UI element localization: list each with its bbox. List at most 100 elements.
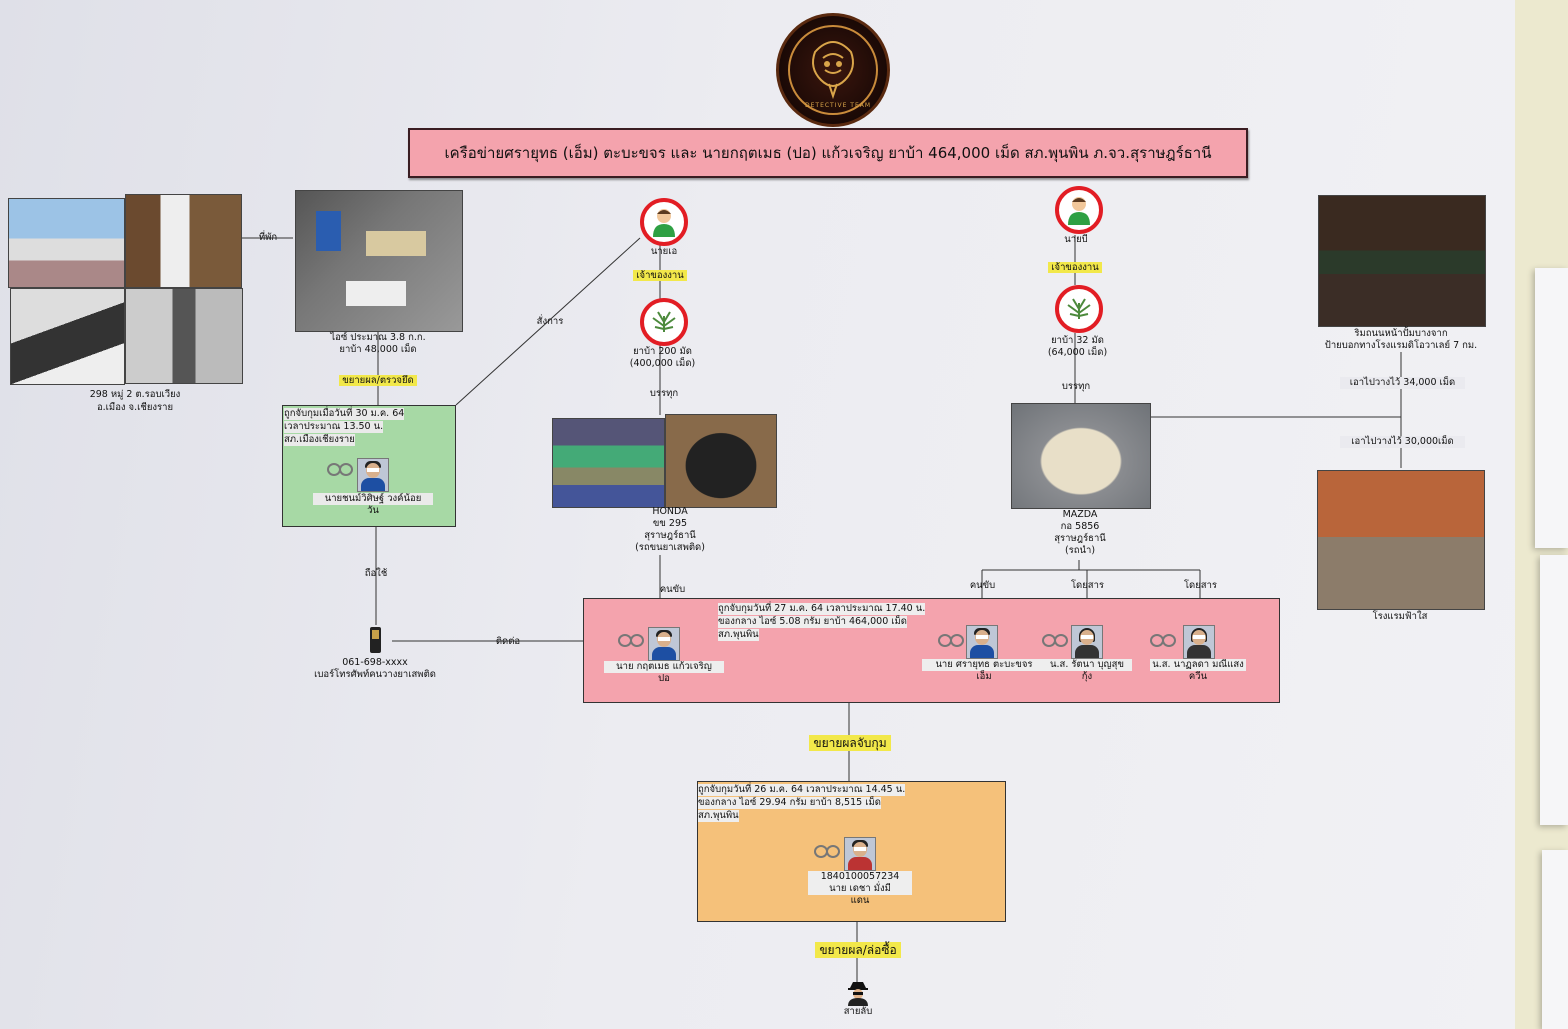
suspect-2-name: นาย ศรายุทธ ตะบะขจร (922, 659, 1046, 671)
mazda-driver: คนขับ (969, 580, 996, 591)
ceiling-photo (10, 288, 125, 385)
contact-label: ติดต่อ (495, 636, 521, 647)
expand-buy-label: ขยายผล/ล่อซื้อ (815, 942, 901, 958)
earlier-arrest-line3: สภ.พุนพิน (698, 810, 739, 822)
mazda-passenger2: โดยสาร (1183, 580, 1218, 591)
mazda-passenger1: โดยสาร (1070, 580, 1105, 591)
suspect-4-name: น.ส. นาฏลดา มณีแสง (1150, 659, 1246, 671)
person-a-drugs-line2: (400,000 เม็ด) (629, 358, 696, 369)
chiang-rai-arrest-box: ถูกจับกุมเมื่อวันที่ 30 ม.ค. 64 เวลาประม… (282, 405, 456, 527)
roadside-caption-line1: ริมถนนหน้าปั้มบางจาก (1354, 328, 1448, 339)
suspect-3-nickname: กุ้ง (1081, 671, 1093, 682)
phone-number: 061-698-xxxx (342, 657, 408, 668)
adjacent-poster (1540, 555, 1568, 825)
chiang-rai-name-line1: นายชนม์วิศิษฐ์ วงค์น้อย (313, 493, 433, 505)
earlier-arrest-box: ถูกจับกุมวันที่ 26 ม.ค. 64 เวลาประมาณ 14… (697, 781, 1006, 922)
adjacent-poster (1535, 268, 1568, 548)
interior-photo (125, 288, 243, 384)
suspect-photo (1183, 625, 1215, 659)
order-label: สั่งการ (536, 316, 564, 327)
person-a-loaded: บรรทุก (649, 388, 679, 399)
chiang-rai-line3: สภ.เมืองเชียงราย (284, 434, 355, 446)
house-address-line2: อ.เมือง จ.เชียงราย (96, 402, 174, 413)
suspect-2-nickname: เอ็ม (976, 671, 992, 682)
roadside-photos (1318, 195, 1486, 327)
earlier-name-line2: แดน (850, 895, 870, 906)
mazda-line2: กอ 5856 (1060, 521, 1100, 532)
person-b-role: เจ้าของงาน (1048, 262, 1102, 273)
suspect-1-name: นาย กฤตเมธ แก้วเจริญ (604, 661, 724, 673)
logo-text: DETECTIVE TEAM (805, 102, 872, 109)
handcuffs-icon (618, 633, 644, 647)
person-b-icon (1055, 186, 1103, 234)
spy-icon (846, 980, 870, 1010)
mazda-line4: (รถนำ) (1064, 545, 1096, 556)
marijuana-icon (640, 298, 688, 346)
placed-34000: เอาไปวางไว้ 34,000 เม็ด (1340, 377, 1465, 389)
mazda-line3: สุราษฎร์ธานี (1054, 533, 1106, 544)
suspect-photo (648, 627, 680, 661)
residence-label: ที่พัก (258, 232, 278, 243)
handcuffs-icon (327, 462, 353, 476)
honda-line1: HONDA (652, 506, 688, 517)
hotel-photos (1317, 470, 1485, 610)
person-b-drugs-line2: (64,000 เม็ด) (1047, 347, 1108, 358)
main-arrest-line1: ถูกจับกุมวันที่ 27 ม.ค. 64 เวลาประมาณ 17… (718, 603, 926, 615)
house-photo (8, 198, 125, 288)
person-b-loaded: บรรทุก (1061, 381, 1091, 392)
main-arrest-line2: ของกลาง ไอซ์ 5.08 กรัม ยาบ้า 464,000 เม็… (718, 616, 907, 628)
mazda-car-photo (1011, 403, 1151, 509)
house-address-line1: 298 หมู่ 2 ต.รอบเวียง (89, 389, 181, 400)
handcuffs-icon (1150, 633, 1176, 647)
phone-icon (370, 627, 381, 653)
holds-label: ถือใช้ (364, 568, 388, 579)
handcuffs-icon (1042, 633, 1068, 647)
expand-check-label: ขยายผล/ตรวจยึด (339, 375, 417, 386)
chiang-rai-name-line2: วัน (367, 505, 379, 516)
honda-car-photo (665, 414, 777, 508)
earlier-arrest-line1: ถูกจับกุมวันที่ 26 ม.ค. 64 เวลาประมาณ 14… (698, 784, 906, 796)
honda-scene-photos (552, 418, 665, 508)
person-b-label: นายบี (1064, 234, 1088, 245)
mazda-line1: MAZDA (1062, 509, 1098, 520)
chiang-rai-line1: ถูกจับกุมเมื่อวันที่ 30 ม.ค. 64 (284, 408, 405, 420)
seized-line1: ไอซ์ ประมาณ 3.8 ก.ก. (330, 332, 426, 343)
main-arrest-box: ถูกจับกุมวันที่ 27 ม.ค. 64 เวลาประมาณ 17… (583, 598, 1280, 703)
honda-line4: (รถขนยาเสพติด) (635, 542, 705, 553)
earlier-id-number: 1840100057234 (808, 871, 912, 883)
phone-caption: เบอร์โทรศัพท์คนวางยาเสพติด (314, 669, 436, 680)
suspect-1-nickname: ปอ (658, 673, 670, 684)
suspect-photo (966, 625, 998, 659)
chiang-rai-line2: เวลาประมาณ 13.50 น. (284, 421, 384, 433)
hotel-caption: โรงแรมฟ้าใส (1372, 611, 1428, 622)
seized-items-photo (295, 190, 463, 332)
handcuffs-icon (938, 633, 964, 647)
person-b-drugs-line1: ยาบ้า 32 มัด (1051, 335, 1104, 346)
person-a-drugs-line1: ยาบ้า 200 มัด (633, 346, 692, 357)
honda-line2: ขข 295 (652, 518, 688, 529)
main-arrest-line3: สภ.พุนพิน (718, 629, 759, 641)
suspect-3-name: น.ส. รัตนา บุญสุข (1042, 659, 1132, 671)
earlier-name-line1: นาย เดชา มั่งมี (808, 883, 912, 895)
seized-line2: ยาบ้า 48,000 เม็ด (339, 344, 417, 355)
earlier-arrest-line2: ของกลาง ไอซ์ 29.94 กรัม ยาบ้า 8,515 เม็ด (698, 797, 881, 809)
expand-arrest-label: ขยายผลจับกุม (809, 735, 891, 751)
placed-30000: เอาไปวางไว้ 30,000เม็ด (1340, 436, 1465, 448)
adjacent-poster (1542, 850, 1568, 1029)
roadside-caption-line2: ป้ายบอกทางโรงแรมดิโอวาเลย์ 7 กม. (1324, 340, 1478, 351)
police-logo: DETECTIVE TEAM (776, 13, 890, 127)
house-gate-photo (125, 194, 242, 288)
suspect-photo (1071, 625, 1103, 659)
informant-label: สายลับ (843, 1006, 873, 1017)
page-title: เครือข่ายศรายุทธ (เอ็ม) ตะบะขจร และ นายก… (408, 128, 1248, 178)
suspect-4-nickname: ควีน (1188, 671, 1208, 682)
person-a-icon (640, 198, 688, 246)
honda-line3: สุราษฎร์ธานี (644, 530, 696, 541)
marijuana-icon (1055, 285, 1103, 333)
person-a-role: เจ้าของงาน (633, 270, 687, 281)
person-a-label: นายเอ (650, 246, 678, 257)
honda-driver: คนขับ (659, 584, 686, 595)
suspect-photo (844, 837, 876, 871)
suspect-photo (357, 458, 389, 492)
handcuffs-icon (814, 844, 840, 858)
